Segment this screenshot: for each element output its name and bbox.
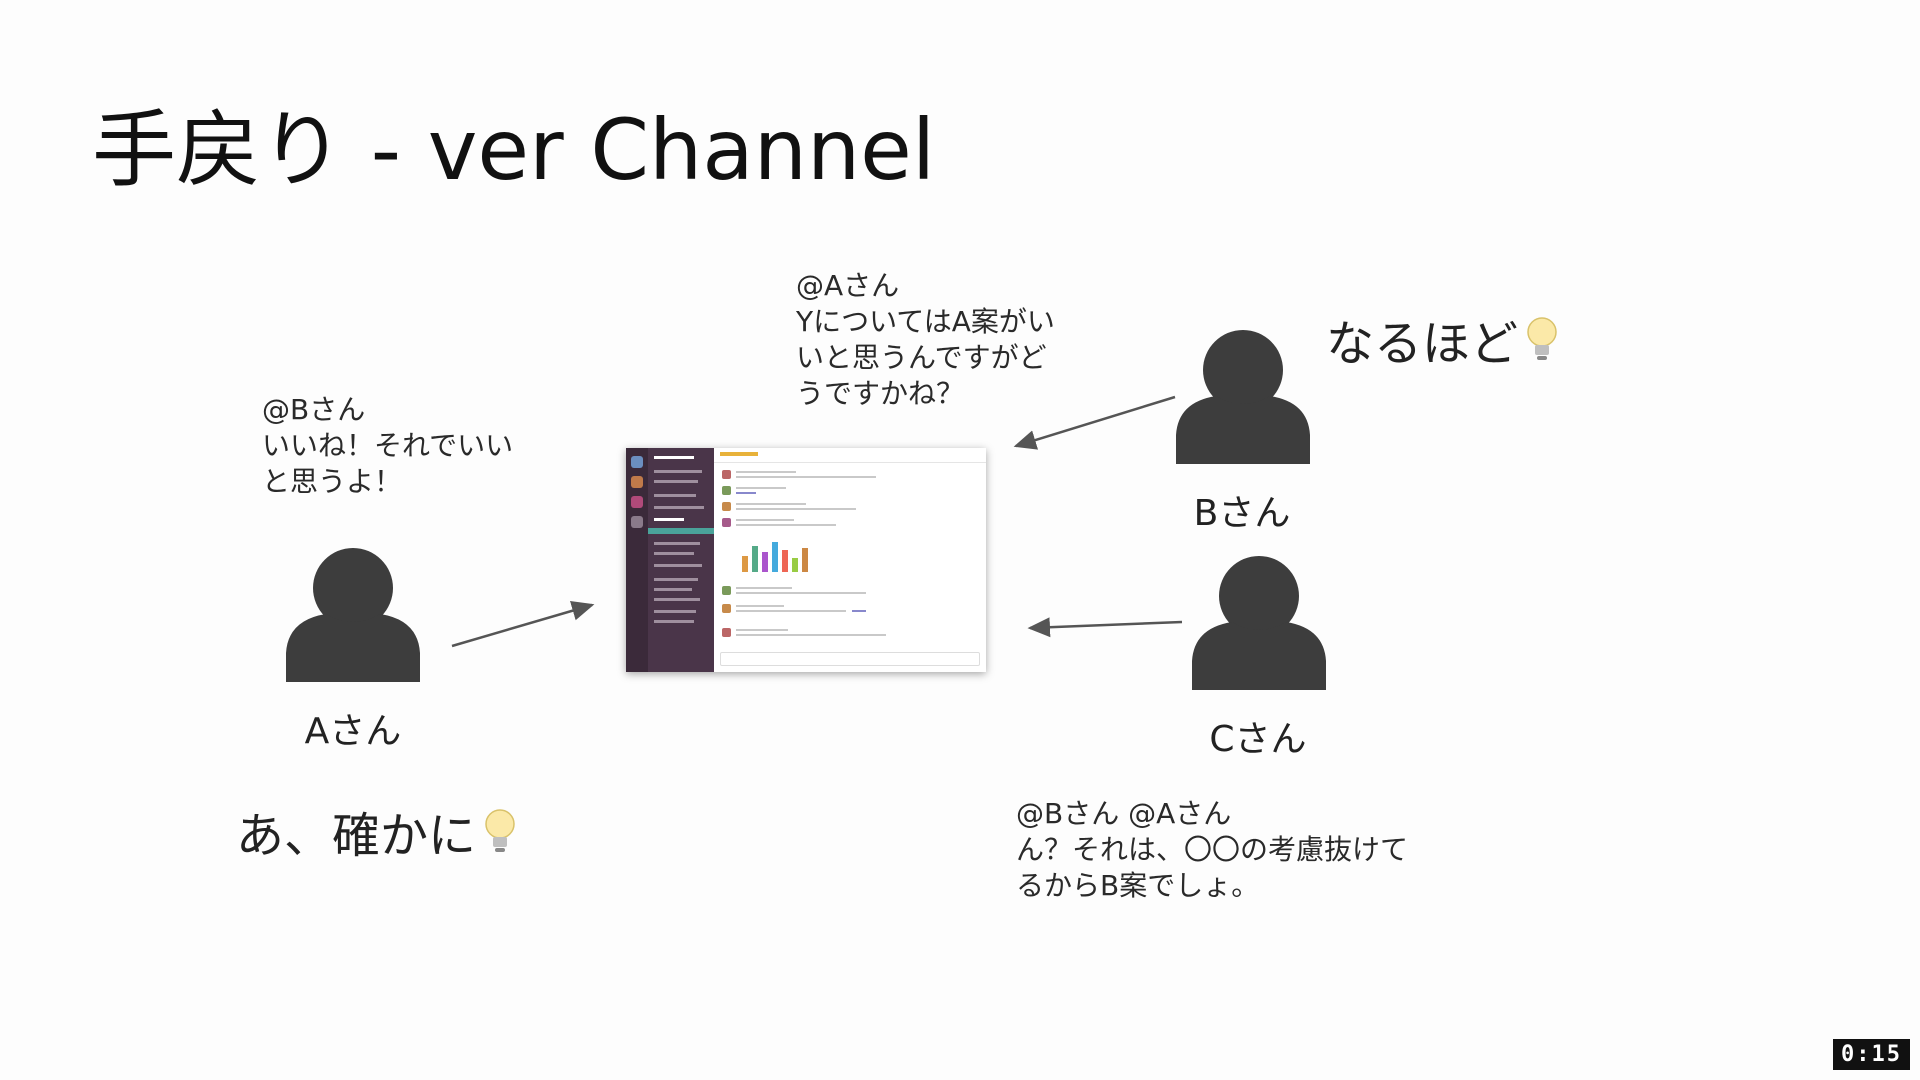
message-to-b-and-a: @Bさん @Aさん ん？それは、〇〇の考慮抜けて るからB案でしょ。 xyxy=(1016,797,1409,902)
person-c-name: Cさん xyxy=(1209,719,1307,760)
light-bulb-icon xyxy=(1527,317,1557,360)
chat-app-screenshot xyxy=(626,448,986,672)
message-to-a: @Aさん YについてはA案がい いと思うんですがど うですかね？ xyxy=(796,269,1055,410)
person-a-name: Aさん xyxy=(304,711,402,752)
message-to-b: @Bさん いいね！それでいい と思うよ！ xyxy=(262,393,514,498)
app-sidebar xyxy=(626,448,714,672)
reaction-a: あ、確かに xyxy=(236,796,518,866)
arrow-a-to-channel xyxy=(451,601,595,648)
workspace-rail xyxy=(626,448,648,672)
video-timestamp: 0:15 xyxy=(1833,1039,1910,1070)
person-b-icon xyxy=(1176,330,1310,464)
person-a-icon xyxy=(286,548,420,682)
reaction-a-text: あ、確かに xyxy=(236,808,477,864)
app-message-pane xyxy=(714,448,986,672)
slide-title: 手戻り - ver Channel xyxy=(92,101,936,199)
reaction-b: なるほど xyxy=(1326,304,1560,374)
reaction-b-text: なるほど xyxy=(1326,316,1519,372)
light-bulb-icon xyxy=(485,809,515,852)
person-b-name: Bさん xyxy=(1193,493,1291,534)
illustration-image xyxy=(742,542,808,572)
arrow-b-to-channel xyxy=(1013,395,1176,450)
person-c-icon xyxy=(1192,556,1326,690)
arrow-c-to-channel xyxy=(1027,617,1183,638)
